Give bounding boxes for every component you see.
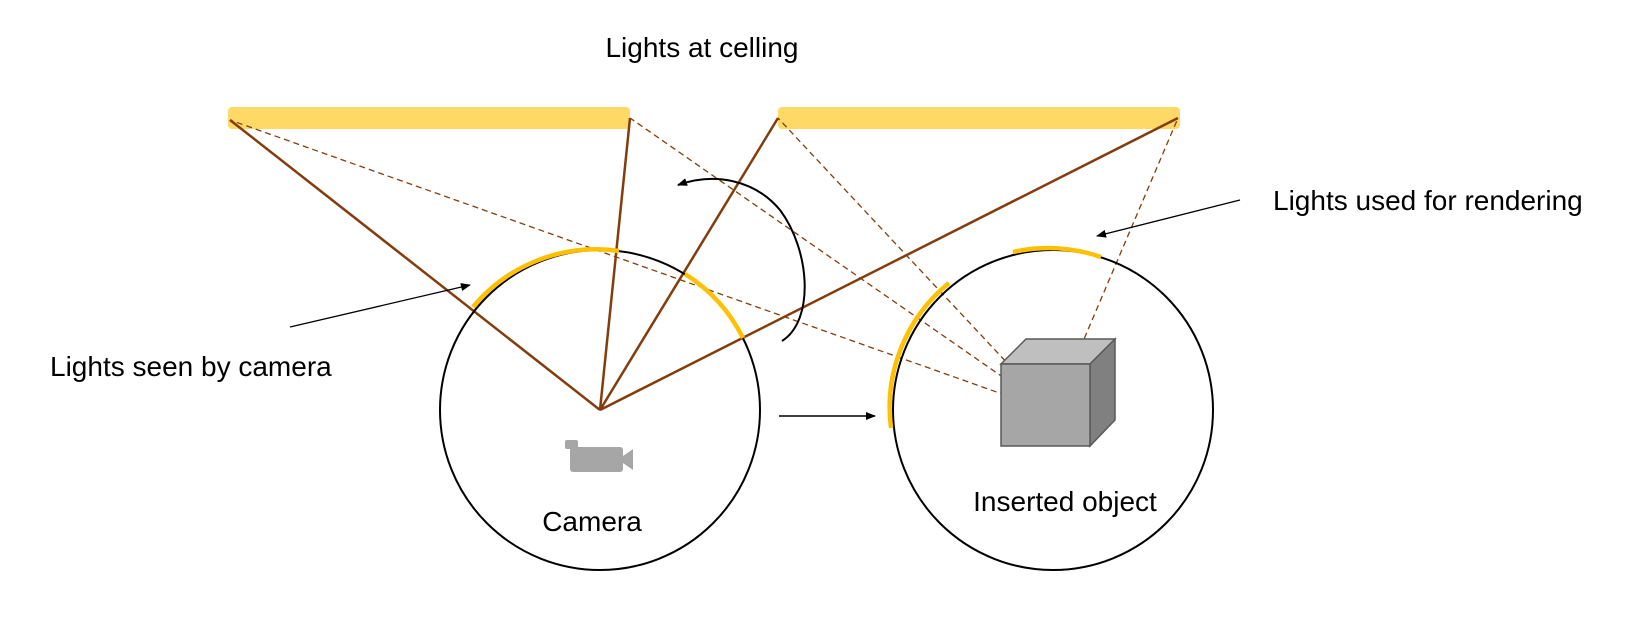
object-ray [629, 117, 1054, 413]
object-ray [777, 117, 1054, 413]
camera-icon [565, 440, 633, 472]
pointer-arrow-icon [1096, 199, 1241, 238]
lights-rendering-label: Lights used for rendering [1273, 185, 1583, 216]
camera-ray [229, 119, 601, 411]
pointer-arrow-icon [289, 283, 471, 328]
cube-front-face [1000, 363, 1091, 447]
camera-rays [229, 116, 1179, 412]
object-ray [229, 119, 1054, 413]
camera-ray [598, 117, 632, 411]
render-light-arc-left [887, 281, 951, 429]
rotation-arrow-icon [677, 178, 806, 342]
inserted-object-label: Inserted object [973, 486, 1157, 517]
camera-label: Camera [542, 506, 642, 537]
seen-light-arc-left [471, 247, 620, 309]
ceiling-light-right [778, 107, 1180, 129]
camera-ray [598, 117, 780, 411]
seen-light-arc-right [683, 272, 746, 340]
ceiling-light-left [228, 107, 630, 129]
lights-seen-label: Lights seen by camera [50, 351, 332, 382]
cube-icon [999, 337, 1117, 448]
ceiling-lights-label: Lights at celling [605, 32, 798, 63]
render-light-arc-right [1012, 245, 1102, 260]
camera-ray [599, 116, 1179, 412]
